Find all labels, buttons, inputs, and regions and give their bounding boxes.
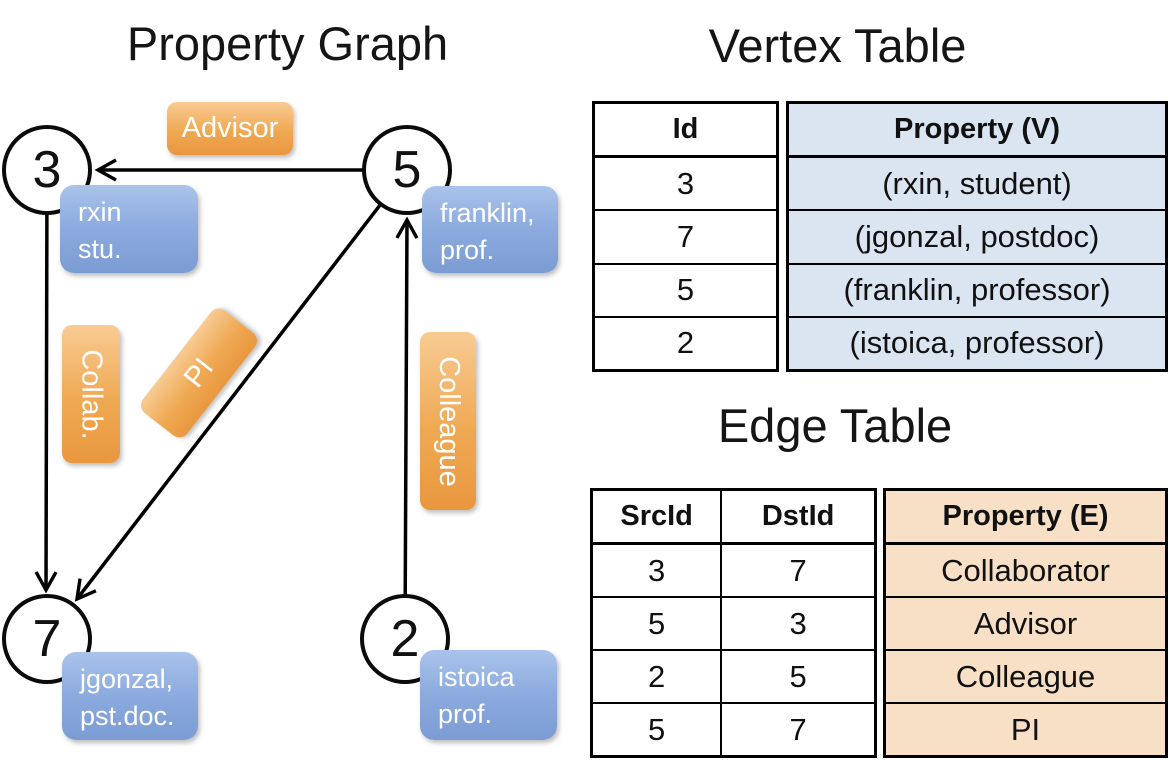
edge-table-row: 2 5 xyxy=(593,651,874,704)
vertex-table-property-cell: (istoica, professor) xyxy=(789,317,1165,370)
vertex-table-property-cell: (franklin, professor) xyxy=(789,264,1165,318)
vertex-table-id-cell: 3 xyxy=(595,158,776,212)
prop-line2: prof. xyxy=(438,699,493,730)
prop-line1: rxin xyxy=(78,197,122,227)
edge-table-dstid-cell: 7 xyxy=(789,711,807,747)
edge-table-srcid-cell: 3 xyxy=(593,545,723,596)
edge-table-srcid-cell: 5 xyxy=(593,704,723,755)
edge-table-id-columns: SrcId DstId 3 7 5 3 2 5 5 7 xyxy=(590,488,877,758)
graph-edges-svg xyxy=(34,158,419,640)
vertex-table-property-column: Property (V) (rxin, student) (jgonzal, p… xyxy=(786,101,1168,372)
edge-label-colleague: Colleague xyxy=(420,332,476,510)
edge-table-row: 3 7 xyxy=(593,545,874,598)
vertex-id: 7 xyxy=(32,610,62,668)
edge-table-srcid-cell: 5 xyxy=(593,598,723,649)
edge-table-property-cell: Advisor xyxy=(886,598,1165,651)
vertex-table-id-header: Id xyxy=(595,104,776,159)
vertex-table-id-column: Id 3 7 5 2 xyxy=(592,101,779,372)
vertex-prop-box-3: rxin stu. xyxy=(60,185,198,273)
prop-line2: prof. xyxy=(440,235,495,266)
edge-table-dstid-cell: 7 xyxy=(789,552,807,588)
edge-table-property-column: Property (E) Collaborator Advisor Collea… xyxy=(883,488,1168,758)
vertex-circle-2: 2 xyxy=(360,594,450,684)
edge-table-property-cell: PI xyxy=(886,704,1165,755)
edge-label-collab: Collab. xyxy=(62,325,120,463)
property-graph-title: Property Graph xyxy=(126,17,449,70)
vertex-id: 5 xyxy=(392,141,422,199)
edge-table-property-cell: Collaborator xyxy=(886,545,1165,598)
vertex-id: 3 xyxy=(32,141,62,199)
edge-collab-line xyxy=(34,169,58,594)
edge-table-header-row: SrcId DstId xyxy=(593,491,874,545)
edge-table-property-header: Property (E) xyxy=(886,491,1165,545)
edge-table-srcid-cell: 2 xyxy=(593,651,723,702)
prop-line2: stu. xyxy=(78,234,122,265)
prop-line1: jgonzal, xyxy=(80,664,174,694)
vertex-table-id-cell: 7 xyxy=(595,211,776,265)
edge-table-dstid-cell: 3 xyxy=(789,605,807,641)
edge-table-row: 5 7 xyxy=(593,704,874,755)
vertex-table-property-cell: (rxin, student) xyxy=(789,158,1165,212)
edge-pi-line xyxy=(74,168,409,602)
edge-label-text: PI xyxy=(177,352,220,394)
vertex-prop-box-5: franklin, prof. xyxy=(422,186,558,273)
vertex-table-title: Vertex Table xyxy=(708,19,967,72)
edge-label-text: Advisor xyxy=(181,112,279,144)
edge-colleague-line xyxy=(395,216,419,640)
vertex-table-property-cell: (jgonzal, postdoc) xyxy=(789,211,1165,265)
vertex-prop-box-7: jgonzal, pst.doc. xyxy=(62,652,198,740)
edge-label-text: Collab. xyxy=(75,348,108,440)
prop-line2: pst.doc. xyxy=(80,701,175,732)
vertex-id: 2 xyxy=(390,610,420,668)
edge-label-text: Colleague xyxy=(432,355,465,487)
edge-table-row: 5 3 xyxy=(593,598,874,651)
vertex-table-id-cell: 5 xyxy=(595,265,776,318)
edge-table-dstid-cell: 5 xyxy=(789,658,807,694)
edge-label-advisor: Advisor xyxy=(167,102,293,155)
vertex-table-property-header: Property (V) xyxy=(789,104,1165,159)
vertex-prop-box-2: istoica prof. xyxy=(420,650,557,740)
edge-table-property-cell: Colleague xyxy=(886,651,1165,704)
edge-table-srcid-header: SrcId xyxy=(593,491,723,542)
edge-table-title: Edge Table xyxy=(717,399,953,452)
edge-table-dstid-header: DstId xyxy=(761,500,835,532)
vertex-table-id-cell: 2 xyxy=(676,325,695,361)
prop-line1: istoica xyxy=(438,662,515,692)
vertex-circle-5: 5 xyxy=(362,125,452,215)
prop-line1: franklin, xyxy=(440,198,535,228)
